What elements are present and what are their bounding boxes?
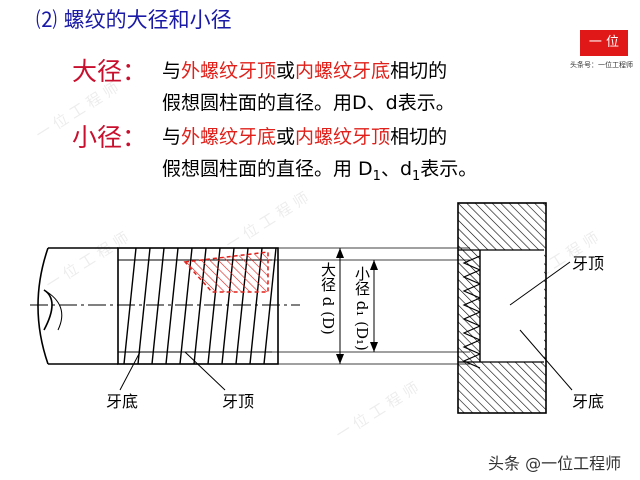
major-diameter-dimension: 大径 d (D)	[319, 262, 337, 335]
major-diameter-term: 大径：	[72, 57, 148, 86]
subscript: 1	[412, 168, 421, 184]
brand-logo: 一 位	[580, 30, 628, 56]
text-segment: 或	[276, 60, 296, 82]
text-segment: 假想圆柱面的直径。用 D	[162, 158, 373, 180]
text-segment: 与	[162, 126, 182, 148]
internal-thread-tooth	[462, 325, 481, 341]
label-root-right: 牙底	[572, 392, 605, 411]
dimension-arrows	[336, 248, 378, 364]
dimension-lines	[118, 247, 470, 365]
internal-thread-tooth	[462, 353, 481, 369]
major-diameter-line1: 与外螺纹牙顶或内螺纹牙底相切的	[162, 56, 447, 83]
label-root-left: 牙底	[106, 392, 139, 411]
highlight-external-root: 外螺纹牙底	[181, 126, 277, 148]
internal-thread-tooth	[462, 255, 481, 271]
highlight-internal-root: 内螺纹牙底	[295, 60, 391, 82]
minor-diameter-dimension: 小径 d₁ (D₁)	[353, 266, 371, 351]
section-heading: ⑵ 螺纹的大径和小径	[36, 8, 232, 32]
thread-crest-line	[137, 247, 151, 365]
author-credit: 头条 @一位工程师	[488, 454, 622, 473]
minor-diameter-line1: 与外螺纹牙底或内螺纹牙顶相切的	[162, 122, 447, 149]
internal-thread	[457, 202, 547, 414]
internal-thread-tooth	[462, 339, 481, 355]
leader-lines	[119, 261, 573, 391]
minor-diameter-term: 小径：	[72, 123, 148, 152]
text-segment: 、d	[380, 158, 413, 180]
highlight-internal-crest: 内螺纹牙顶	[295, 126, 391, 148]
internal-thread-tooth	[462, 311, 481, 327]
major-diameter-line2: 假想圆柱面的直径。用D、d表示。	[162, 92, 455, 114]
thread-section-highlight	[183, 251, 269, 293]
thread-crest-line	[123, 247, 137, 365]
highlight-external-crest: 外螺纹牙顶	[181, 60, 277, 82]
text-segment: 表示。	[420, 158, 478, 180]
thread-crest-line	[151, 247, 165, 365]
thread-crest-line	[263, 247, 277, 365]
thread-crest-line	[165, 247, 179, 365]
internal-thread-tooth	[462, 297, 481, 313]
internal-thread-tooth	[462, 283, 481, 299]
subscript: 1	[372, 168, 381, 184]
brand-logo-subtitle: 头条号：一位工程师	[570, 61, 633, 69]
text-segment: 相切的	[390, 126, 448, 148]
internal-thread-tooth	[462, 269, 481, 285]
label-crest-right: 牙顶	[572, 254, 605, 273]
minor-diameter-line2: 假想圆柱面的直径。用 D1、d1表示。	[162, 154, 477, 184]
text-segment: 相切的	[390, 60, 448, 82]
text-segment: 或	[276, 126, 296, 148]
text-segment: 与	[162, 60, 182, 82]
label-crest-left: 牙顶	[222, 392, 255, 411]
